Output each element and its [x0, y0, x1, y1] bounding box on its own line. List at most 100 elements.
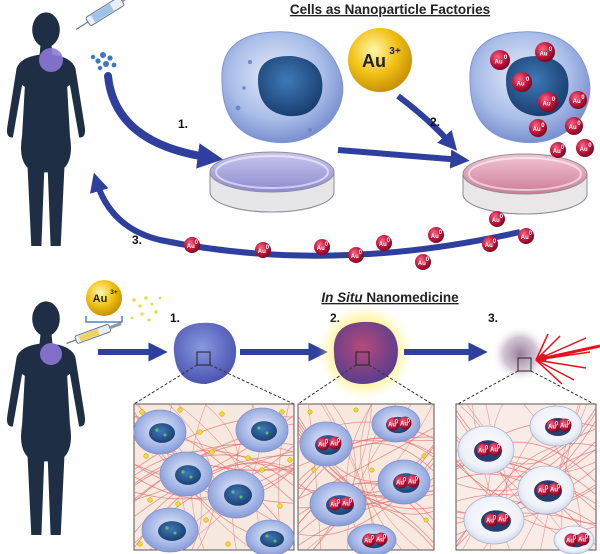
gold-ion-dot [197, 429, 203, 435]
zoom-marker-3 [517, 357, 532, 372]
gold-nanoparticle: Au0 [328, 436, 342, 450]
nanoparticle-sup: 0 [497, 444, 501, 450]
nanoparticle-sup: 0 [526, 77, 530, 83]
gold-nanoparticle-top-6: Au0 [565, 117, 583, 135]
gold-nanoparticle: Au0 [394, 475, 408, 489]
nanoparticle-label: Au [550, 487, 558, 493]
nanoparticle-sup: 0 [371, 535, 375, 541]
bottom-step-3: 3. [488, 311, 498, 325]
gold-ion-dot [277, 503, 283, 509]
nanoparticle-sup: 0 [403, 477, 407, 483]
petri-dish-cells [209, 151, 335, 213]
gold-nanoparticle: Au0 [548, 482, 562, 496]
human-silhouette-top [6, 12, 86, 246]
nanoparticle-label: Au [187, 244, 195, 250]
gold-ion-dot [423, 517, 429, 523]
gold-ion-dot [219, 411, 225, 417]
gold-nanoparticle-top-9: Au0 [184, 237, 200, 253]
gold-nanoparticle: Au0 [386, 417, 400, 431]
gold-nanoparticle-top-10: Au0 [255, 242, 271, 258]
gold-nanoparticle-top-18: Au0 [518, 228, 534, 244]
tumor-stage-1 [173, 322, 237, 384]
bottom-step-1: 1. [170, 311, 180, 325]
gold-nanoparticle-top-2: Au0 [512, 72, 532, 92]
gold-ion-dot [137, 541, 143, 547]
bottom-title: In Situ Nanomedicine [321, 290, 459, 305]
nanoparticle-sup: 0 [485, 445, 489, 451]
nanoparticle-label: Au [478, 448, 486, 454]
gold-ion-speck [257, 426, 261, 430]
gold-ion-speck [231, 490, 235, 494]
gold-ion-charge: 3+ [389, 46, 401, 57]
nanoparticle-sup: 0 [577, 121, 581, 127]
nanoparticle-label: Au [490, 447, 498, 453]
gold-ion-speck [189, 475, 193, 479]
nanoparticle-label: Au [485, 243, 493, 249]
arrow-to-gold-exposure [337, 147, 470, 169]
nanoparticle-sup: 0 [195, 240, 199, 246]
human-silhouette-bottom [6, 301, 86, 535]
arrow-to-culture [104, 72, 224, 169]
gold-ion-speck [155, 428, 159, 432]
nanoparticle-label: Au [553, 149, 561, 155]
collagen-fiber [313, 403, 372, 551]
nanoparticle-sup: 0 [549, 47, 553, 53]
top-step-2: 2. [430, 115, 440, 129]
nanoparticle-label: Au [566, 538, 574, 544]
nanoparticle-sup: 0 [387, 238, 391, 244]
top-step-1: 1. [178, 117, 188, 131]
gold-ion-dot [139, 409, 145, 415]
nanoparticle-sup: 0 [585, 534, 589, 540]
bracket-icon [85, 316, 123, 323]
gold-ion-dot [209, 449, 215, 455]
gold-nanoparticle: Au0 [546, 419, 560, 433]
gold-ion-dot [311, 467, 317, 473]
tissue-cell [159, 451, 213, 497]
gold-ion-speck [239, 495, 243, 499]
gold-ion-dot [307, 409, 313, 415]
zoom-lines [133, 364, 595, 405]
gold-ion-dot [177, 407, 183, 413]
collagen-fiber [297, 427, 435, 500]
tissue-zoom-1 [133, 403, 295, 554]
nanoparticle-sup: 0 [383, 534, 387, 540]
tissue-cell [235, 407, 289, 453]
tumor-site [40, 343, 62, 365]
nanoparticle-label: Au [418, 261, 426, 267]
gold-ion-dot [369, 467, 375, 473]
nanoparticle-sup: 0 [325, 439, 329, 445]
gold-nanoparticle-top-1: Au0 [535, 42, 555, 62]
nanoparticle-label: Au [318, 442, 326, 448]
gold-nanoparticle: Au0 [488, 442, 502, 456]
gold-nanoparticle-top-15: Au0 [428, 227, 444, 243]
collagen-fiber [492, 403, 581, 551]
gold-ion-dot [143, 453, 149, 459]
nanoparticle-label: Au [486, 518, 494, 524]
bottom-title-italic: In Situ [321, 290, 363, 305]
gold-nanoparticle: Au0 [476, 443, 490, 457]
nanoparticle-sup: 0 [266, 245, 270, 251]
nanoparticle-sup: 0 [493, 515, 497, 521]
collagen-fiber [311, 403, 356, 551]
gold-nanoparticle-top-0: Au0 [490, 50, 510, 70]
nanoparticle-label: Au [521, 235, 529, 241]
nanoparticle-label: Au [548, 424, 556, 430]
collagen-fiber [168, 403, 216, 551]
gold-nanoparticle: Au0 [496, 512, 510, 526]
gold-nanoparticle: Au0 [576, 532, 590, 546]
nanoparticle-sup: 0 [552, 97, 556, 103]
gold-nanoparticle-top-14: Au0 [415, 254, 431, 270]
gold-ion-speck [163, 433, 167, 437]
gold-nanoparticle-top-3: Au0 [538, 92, 558, 112]
gold-ion-dot [421, 453, 427, 459]
nanoparticle-label: Au [330, 502, 338, 508]
collagen-fiber [297, 437, 435, 482]
tissue-cell [207, 469, 265, 519]
nanoparticle-sup: 0 [504, 55, 508, 61]
nanoparticle-label: Au [330, 441, 338, 447]
gold-ion-speck [181, 470, 185, 474]
nanoparticle-label: Au [560, 423, 568, 429]
tissue-sample-site [39, 48, 63, 72]
